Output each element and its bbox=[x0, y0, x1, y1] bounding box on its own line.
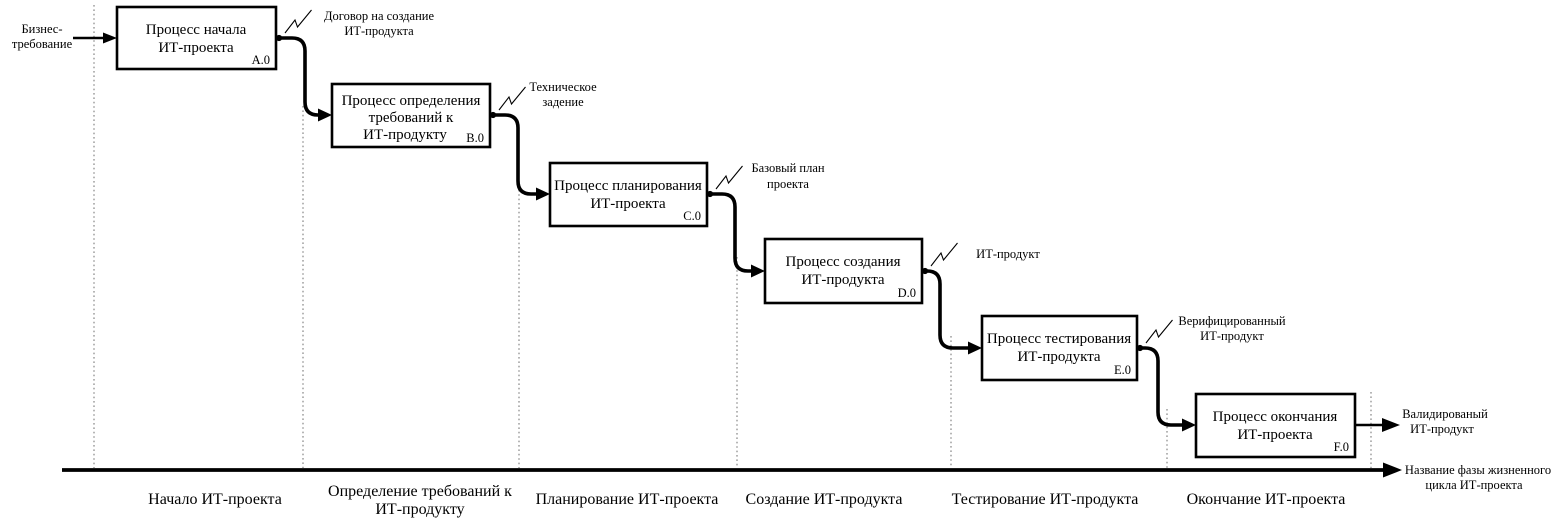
input-arrowhead-icon bbox=[103, 32, 117, 44]
process-box-b: Процесс определения требований к ИТ-прод… bbox=[330, 82, 492, 149]
phase-labels: Начало ИТ-проекта Определение требований… bbox=[148, 483, 1345, 518]
connector-b-c-arrowhead-icon bbox=[536, 187, 550, 201]
process-box-a-line1: Процесс начала bbox=[146, 22, 247, 38]
process-box-c-rect bbox=[548, 161, 709, 228]
phase-label-5: Тестирование ИТ-продукта bbox=[952, 491, 1139, 508]
connector-d-e bbox=[920, 269, 970, 350]
output-label-f-line2: ИТ-продукт bbox=[1410, 422, 1474, 436]
process-box-f-line1: Процесс окончания bbox=[1213, 409, 1338, 425]
process-box-c-id: C.0 bbox=[683, 209, 701, 223]
process-box-f-id: F.0 bbox=[1334, 440, 1349, 454]
squiggle-icon-c bbox=[715, 165, 743, 190]
output-label-f-line1: Валидированый bbox=[1402, 407, 1488, 421]
timeline-arrowhead-icon bbox=[1383, 462, 1402, 478]
input-arrow: Бизнес- требование bbox=[12, 22, 117, 51]
squiggle-icon-e bbox=[1145, 319, 1173, 344]
process-box-d-line2: ИТ-продукта bbox=[801, 272, 885, 288]
output-labels: Договор на создание ИТ-продукта Техничес… bbox=[324, 9, 1488, 436]
squiggle-icon-b bbox=[498, 86, 526, 111]
final-output-arrowhead-icon bbox=[1382, 418, 1400, 432]
process-box-a-id: A.0 bbox=[252, 53, 270, 67]
process-boxes: Процесс начала ИТ-проекта A.0 Процесс оп… bbox=[115, 5, 1357, 459]
phase-label-3: Планирование ИТ-проекта bbox=[536, 491, 719, 508]
process-box-b-line2: требований к bbox=[369, 110, 454, 126]
axis-label-line2: цикла ИТ-проекта bbox=[1425, 478, 1523, 492]
process-box-b-id: B.0 bbox=[466, 131, 484, 145]
process-box-b-line3: ИТ-продукту bbox=[363, 127, 447, 143]
process-box-e-line2: ИТ-продукта bbox=[1017, 349, 1101, 365]
output-label-e-line2: ИТ-продукт bbox=[1200, 329, 1264, 343]
output-label-b-line1: Техническое bbox=[529, 80, 597, 94]
process-box-b-line1: Процесс определения bbox=[342, 93, 481, 109]
process-box-a-rect bbox=[115, 5, 278, 71]
output-label-c-line2: проекта bbox=[767, 177, 809, 191]
axis-label-line1: Название фазы жизненного bbox=[1405, 463, 1551, 477]
output-label-c-line1: Базовый план bbox=[751, 161, 824, 175]
phase-label-6: Окончание ИТ-проекта bbox=[1187, 491, 1346, 508]
process-box-d: Процесс создания ИТ-продукта D.0 bbox=[763, 237, 924, 305]
process-box-d-id: D.0 bbox=[898, 286, 916, 300]
connector-e-f bbox=[1135, 346, 1184, 427]
connector-c-d-arrowhead-icon bbox=[751, 264, 765, 278]
output-label-d-line1: ИТ-продукт bbox=[976, 247, 1040, 261]
process-box-f-line2: ИТ-проекта bbox=[1237, 427, 1313, 443]
connector-a-b-arrowhead-icon bbox=[318, 108, 332, 122]
process-box-c: Процесс планирования ИТ-проекта C.0 bbox=[548, 161, 709, 228]
process-box-b-rect bbox=[330, 82, 492, 149]
timeline-axis: Название фазы жизненного цикла ИТ-проект… bbox=[62, 462, 1551, 492]
input-label-line2: требование bbox=[12, 37, 73, 51]
process-box-e-line1: Процесс тестирования bbox=[987, 331, 1131, 347]
output-label-b-line2: задение bbox=[542, 95, 584, 109]
connector-e-f-arrowhead-icon bbox=[1182, 418, 1196, 432]
process-box-d-rect bbox=[763, 237, 924, 305]
process-box-c-line2: ИТ-проекта bbox=[590, 196, 666, 212]
connector-a-b bbox=[274, 36, 322, 117]
process-box-e: Процесс тестирования ИТ-продукта E.0 bbox=[980, 314, 1139, 382]
connector-d-e-arrowhead-icon bbox=[968, 341, 982, 355]
connector-b-c bbox=[488, 113, 538, 196]
phase-label-1: Начало ИТ-проекта bbox=[148, 491, 282, 508]
process-box-c-line1: Процесс планирования bbox=[554, 178, 702, 194]
phase-label-4: Создание ИТ-продукта bbox=[746, 491, 903, 508]
phase-boundary-lines bbox=[93, 5, 1372, 468]
connector-c-d bbox=[705, 192, 753, 273]
phase-label-2-line1: Определение требований к bbox=[328, 483, 512, 500]
squiggle-icon-a bbox=[284, 9, 312, 34]
process-box-f: Процесс окончания ИТ-проекта F.0 bbox=[1194, 392, 1357, 459]
input-label-line1: Бизнес- bbox=[21, 22, 62, 36]
process-box-d-line1: Процесс создания bbox=[785, 254, 900, 270]
process-box-e-id: E.0 bbox=[1114, 363, 1131, 377]
phase-label-2-line2: ИТ-продукту bbox=[375, 501, 464, 518]
cascade-connectors bbox=[274, 9, 1400, 432]
output-label-a-line2: ИТ-продукта bbox=[344, 24, 414, 38]
squiggle-icon-d bbox=[930, 242, 958, 267]
output-label-a-line1: Договор на создание bbox=[324, 9, 434, 23]
output-label-e-line1: Верифицированный bbox=[1178, 314, 1286, 328]
process-box-a: Процесс начала ИТ-проекта A.0 bbox=[115, 5, 278, 71]
process-box-a-line2: ИТ-проекта bbox=[158, 40, 234, 56]
process-box-e-rect bbox=[980, 314, 1139, 382]
process-box-f-rect bbox=[1194, 392, 1357, 459]
